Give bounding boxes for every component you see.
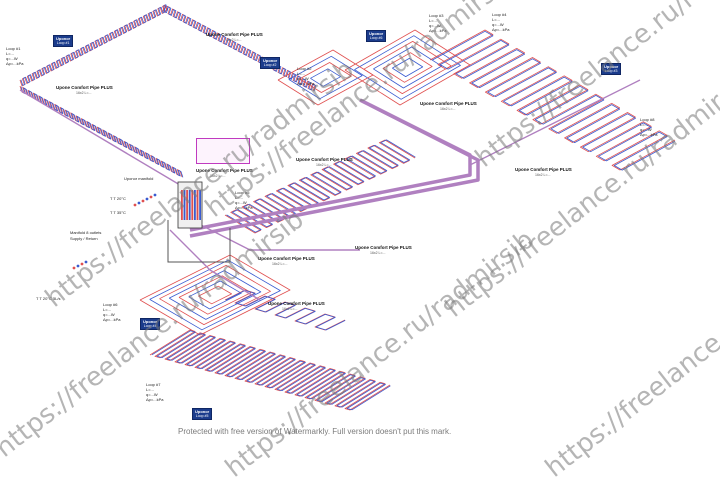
- legend-box: [196, 138, 250, 164]
- trunk-pipe: [19, 89, 181, 186]
- loop-bottom-mid-return: [225, 290, 346, 331]
- loop-bottom-supply: [149, 329, 391, 411]
- manifold-outlet: [186, 190, 188, 220]
- trunk-pipe: [169, 229, 261, 301]
- pipe-label: Upone Comfort Pipe PLUS: [420, 101, 477, 106]
- valve: [145, 197, 149, 201]
- manifold-outlet: [194, 190, 196, 220]
- loop-lower-left-ring: [139, 254, 291, 336]
- pipe-label: Upone Comfort Pipe PLUS: [515, 167, 572, 172]
- trunk-pipe: [469, 79, 641, 166]
- loop-top-left-c-return: [20, 86, 184, 178]
- loop-top-left-b-return: [163, 5, 317, 92]
- manifold-outlet: [191, 190, 194, 220]
- manifold-outlet: [199, 190, 201, 220]
- manifold-note: T T 20°C: [110, 196, 126, 201]
- floor-heating-diagram: [19, 4, 676, 411]
- loop-lower-left-ring: [159, 265, 271, 325]
- manifold-outlet: [196, 190, 199, 220]
- loop-lower-left-ring: [168, 270, 262, 320]
- supply-trunks: [19, 79, 641, 301]
- valve: [137, 201, 141, 205]
- pipe-label: Upone Comfort Pipe PLUS: [56, 85, 113, 90]
- pipe-label: Upone Comfort Pipe PLUS: [296, 157, 353, 162]
- pipe-label-sub: 16x2 L=...: [226, 38, 242, 42]
- loop-center-supply: [224, 139, 416, 234]
- manifold-note: T T 35°C: [110, 210, 126, 215]
- pipe-label: Upone Comfort Pipe PLUS: [258, 256, 315, 261]
- manifold-outlet: [188, 190, 191, 220]
- loop-spiral-mid-ring: [310, 68, 341, 87]
- pipe-label-sub: 16x2 L=...: [76, 91, 92, 95]
- pipe-label-sub: 16x2 L=...: [370, 251, 386, 255]
- valve: [141, 199, 145, 203]
- pipe-label: Upone Comfort Pipe PLUS: [355, 245, 412, 250]
- valve: [76, 264, 80, 268]
- loop-top-left-a-return: [20, 4, 169, 86]
- loop-top-left-c-supply: [19, 85, 183, 178]
- pipe-label: Upone Comfort Pipe PLUS: [206, 32, 263, 37]
- trunk-pipe: [189, 103, 480, 238]
- valve: [84, 260, 88, 264]
- valve: [133, 203, 137, 207]
- loop-spiral-right-ring: [392, 58, 424, 77]
- heating-loops: [19, 4, 676, 411]
- loop-lower-left-ring: [198, 285, 232, 305]
- loop-spiral-right-ring: [373, 46, 442, 89]
- valve: [72, 266, 76, 270]
- manifold: [72, 181, 231, 270]
- pipe-label-sub: 16x2 L=...: [282, 307, 298, 311]
- loop-lower-left-ring: [178, 275, 252, 315]
- loop-top-left-b-supply: [162, 4, 316, 92]
- valve: [80, 262, 84, 266]
- trunk-pipe: [194, 221, 360, 251]
- pipe-label-sub: 16x2 L=...: [316, 163, 332, 167]
- manifold-outlet: [183, 190, 186, 220]
- loop-right-serp-supply: [429, 29, 676, 171]
- footer-watermark: Protected with free version of Watermark…: [178, 427, 452, 436]
- manifold-note: Uponor manifold: [124, 176, 154, 181]
- pipe-label-sub: 16x2 L=...: [440, 107, 456, 111]
- manifold-outlet: [181, 190, 183, 220]
- loop-spiral-mid-ring: [299, 62, 352, 93]
- manifold-note: Supply / Return: [70, 236, 98, 241]
- pipe-label-sub: 16x2 L=...: [272, 262, 288, 266]
- pipe-label: Upone Comfort Pipe PLUS: [196, 168, 253, 173]
- loop-spiral-right-ring: [363, 41, 452, 94]
- loop-lower-left-ring: [188, 280, 242, 310]
- valve: [153, 193, 157, 197]
- loop-bottom-return: [151, 330, 391, 411]
- valve: [149, 195, 153, 199]
- loop-spiral-mid-ring: [288, 55, 363, 100]
- manifold-note: Manifold 8 outlets: [70, 230, 102, 235]
- pipe-label-sub: 16x2 L=...: [535, 173, 551, 177]
- manifold-note: T T 20°C 5L/s: [36, 296, 61, 301]
- loop-top-left-a-supply: [19, 4, 168, 87]
- pipe-label-sub: 16x2 L=...: [210, 174, 226, 178]
- loop-spiral-right-ring: [382, 52, 433, 83]
- loop-lower-left-ring: [149, 259, 281, 331]
- loop-right-serp-return: [432, 30, 676, 171]
- loop-center-return: [226, 139, 416, 233]
- loop-spiral-mid-ring: [277, 49, 374, 106]
- loop-spiral-right-ring: [354, 35, 461, 100]
- pipe-label: Upone Comfort Pipe PLUS: [268, 301, 325, 306]
- manifold-frame: [167, 220, 231, 263]
